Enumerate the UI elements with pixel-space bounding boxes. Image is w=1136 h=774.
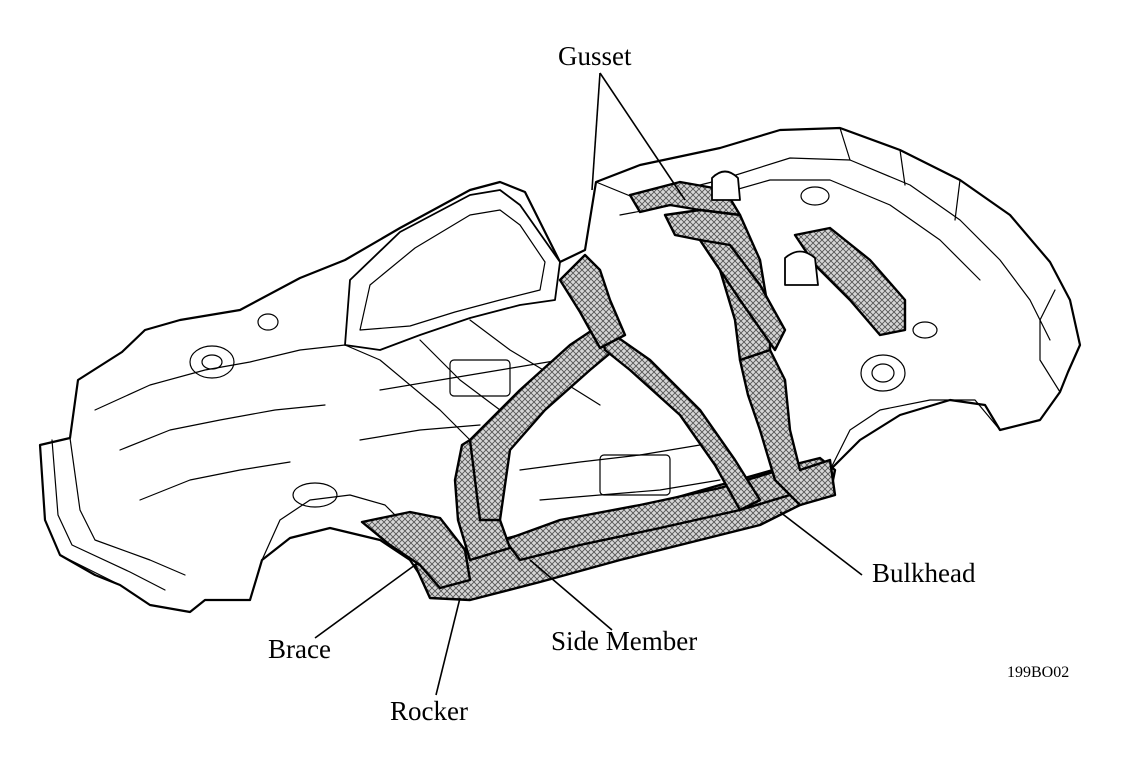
side-member-label: Side Member <box>551 626 697 656</box>
gusset-leader-2 <box>599 72 686 201</box>
rocker-label: Rocker <box>390 696 468 726</box>
bulkhead-label: Bulkhead <box>872 558 976 588</box>
rear-bulkhead-bar <box>698 238 787 352</box>
figure-code: 199BO02 <box>1007 664 1069 681</box>
bulkhead-upright <box>738 348 837 507</box>
side-member-leader <box>529 559 613 631</box>
brace-member <box>360 510 472 590</box>
gusset-leader-1 <box>591 72 601 191</box>
brace-leader <box>314 564 416 639</box>
brace-label: Brace <box>268 634 331 664</box>
bulkhead-hoop <box>663 208 772 362</box>
bulkhead-leader <box>779 511 863 576</box>
diagonal-frame <box>468 323 622 522</box>
gusset-label: Gusset <box>558 41 632 71</box>
leader-lines <box>314 72 863 696</box>
gusset-left <box>558 253 627 350</box>
rocker-leader <box>435 597 461 696</box>
rear-diagonal <box>598 323 762 512</box>
tow-loop-rear <box>784 250 819 286</box>
structural-members <box>360 170 907 602</box>
gusset-right <box>793 226 907 337</box>
tow-loop <box>711 170 741 201</box>
